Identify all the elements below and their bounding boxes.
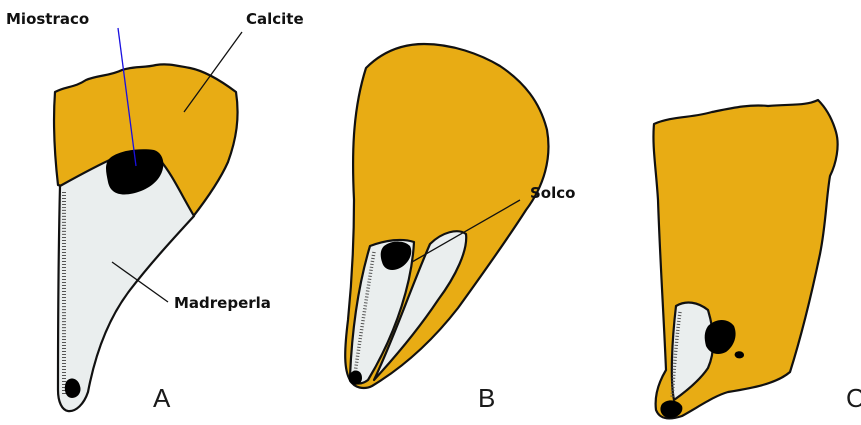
label-madreperla: Madreperla	[174, 294, 271, 312]
panel-letter-c: C	[846, 383, 861, 413]
label-calcite: Calcite	[246, 10, 304, 28]
panel-letter-a: A	[153, 383, 171, 413]
shell-b	[345, 44, 548, 388]
shell-c	[653, 100, 837, 418]
panel-letter-b: B	[478, 383, 495, 413]
label-solco: Solco	[530, 184, 575, 202]
label-miostraco: Miostraco	[6, 10, 89, 28]
shell-a	[54, 28, 242, 411]
